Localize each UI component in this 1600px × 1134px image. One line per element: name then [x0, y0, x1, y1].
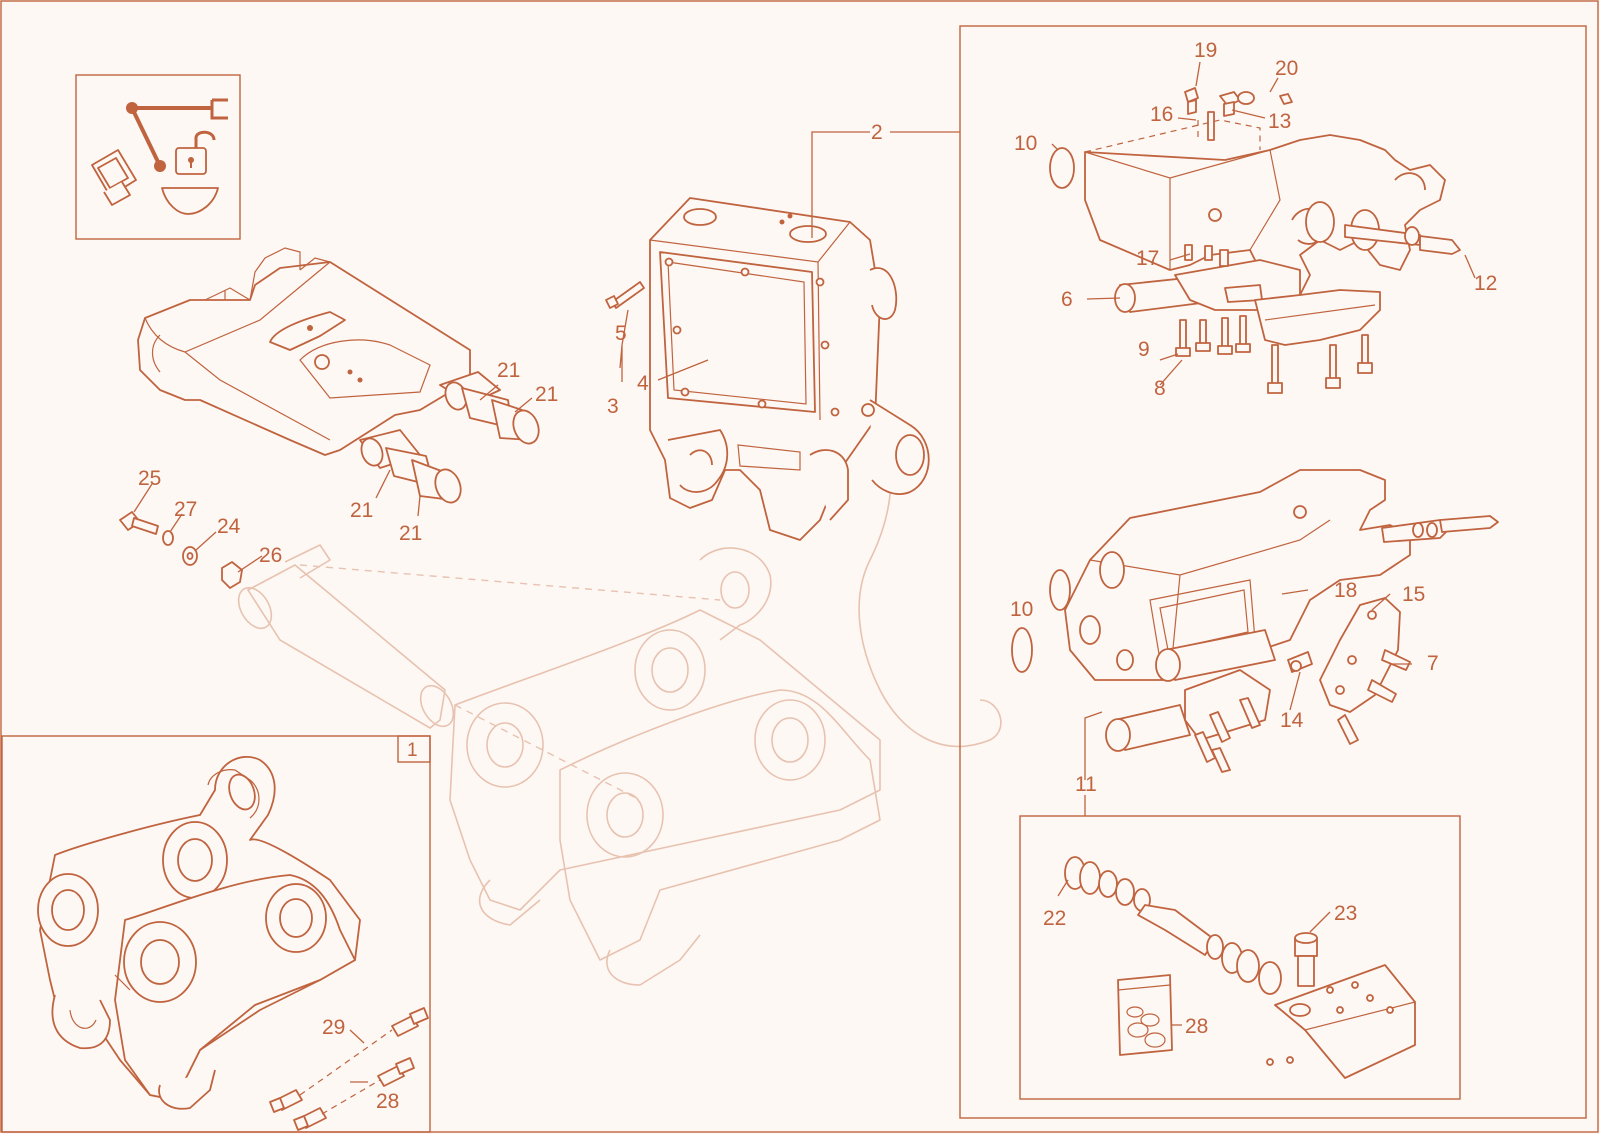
label-7: 7 — [1427, 652, 1439, 675]
cylinder-6 — [1114, 259, 1301, 313]
washer-24 — [182, 546, 198, 566]
bolts-lower-plate — [1267, 334, 1373, 394]
label-29: 29 — [322, 1016, 345, 1039]
inset-frame-valve — [1019, 815, 1461, 1100]
label-21-a: 21 — [497, 359, 520, 382]
bolts-8-9 — [1175, 315, 1251, 357]
label-21-c: 21 — [350, 499, 373, 522]
cylinder-rod-upper — [439, 371, 540, 445]
label-26: 26 — [259, 544, 282, 567]
seal-bag-28 — [1117, 974, 1173, 1056]
operator-icon-box — [75, 74, 241, 240]
label-6: 6 — [1061, 288, 1073, 311]
label-13: 13 — [1268, 110, 1291, 133]
label-1: 1 — [407, 740, 418, 761]
label-5: 5 — [615, 322, 627, 345]
valve-kit-drawing — [1064, 856, 1416, 1079]
label-28-kit: 28 — [376, 1090, 399, 1113]
hydraulic-block-upper — [1049, 87, 1461, 394]
label-23: 23 — [1334, 902, 1357, 925]
inset-1-number-box — [397, 735, 431, 763]
label-28-valve: 28 — [1185, 1015, 1208, 1038]
label-17: 17 — [1136, 247, 1159, 270]
washer-27 — [162, 530, 174, 546]
rocker-switch-icon — [91, 149, 137, 206]
bolts-14 — [1194, 651, 1313, 773]
part-number-labels: 1 2 3 4 5 6 7 8 9 10 10 11 12 13 14 15 1… — [138, 39, 1497, 1113]
icon-box-frame — [75, 74, 241, 240]
label-10-lower: 10 — [1010, 598, 1033, 621]
label-21-b: 21 — [535, 383, 558, 406]
inset-frame-2 — [959, 25, 1587, 1119]
o-ring-10 — [1049, 147, 1075, 189]
fittings-13-16-19-20 — [1184, 87, 1293, 141]
label-22: 22 — [1043, 907, 1066, 930]
unlock-padlock-icon — [175, 130, 216, 175]
ghost-coupler-outline — [237, 283, 1002, 986]
label-8: 8 — [1154, 377, 1166, 400]
label-19: 19 — [1194, 39, 1217, 62]
hydraulic-block-lower — [1011, 469, 1499, 773]
inset-frame-1 — [1, 735, 431, 1133]
label-27: 27 — [174, 498, 197, 521]
label-4: 4 — [637, 372, 649, 395]
valve-23 — [1294, 932, 1318, 987]
label-18: 18 — [1334, 579, 1357, 602]
label-10-upper: 10 — [1014, 132, 1037, 155]
label-16: 16 — [1150, 103, 1173, 126]
label-15: 15 — [1402, 583, 1425, 606]
coupler-kit-drawing — [37, 755, 429, 1131]
cover-plate-assembly — [605, 197, 930, 541]
label-3: 3 — [607, 395, 619, 418]
nut-26 — [221, 561, 243, 589]
label-24: 24 — [217, 515, 241, 538]
leader-lines — [133, 61, 1476, 1083]
label-20: 20 — [1275, 57, 1298, 80]
label-9: 9 — [1138, 338, 1150, 361]
cylinder-rod-lower — [359, 429, 462, 504]
coupler-frame-assembly — [137, 247, 540, 504]
lock-lever-icon — [126, 98, 228, 172]
label-14: 14 — [1280, 709, 1304, 732]
bolt-25 — [119, 511, 159, 535]
label-11: 11 — [1075, 773, 1097, 796]
screw-5 — [605, 281, 645, 309]
fittings-28-29 — [269, 1007, 429, 1131]
label-12: 12 — [1474, 272, 1497, 295]
bucket-icon — [161, 187, 219, 215]
o-ring-10-lower — [1011, 627, 1033, 673]
label-25: 25 — [138, 467, 161, 490]
label-21-d: 21 — [399, 522, 422, 545]
label-2: 2 — [871, 121, 883, 144]
